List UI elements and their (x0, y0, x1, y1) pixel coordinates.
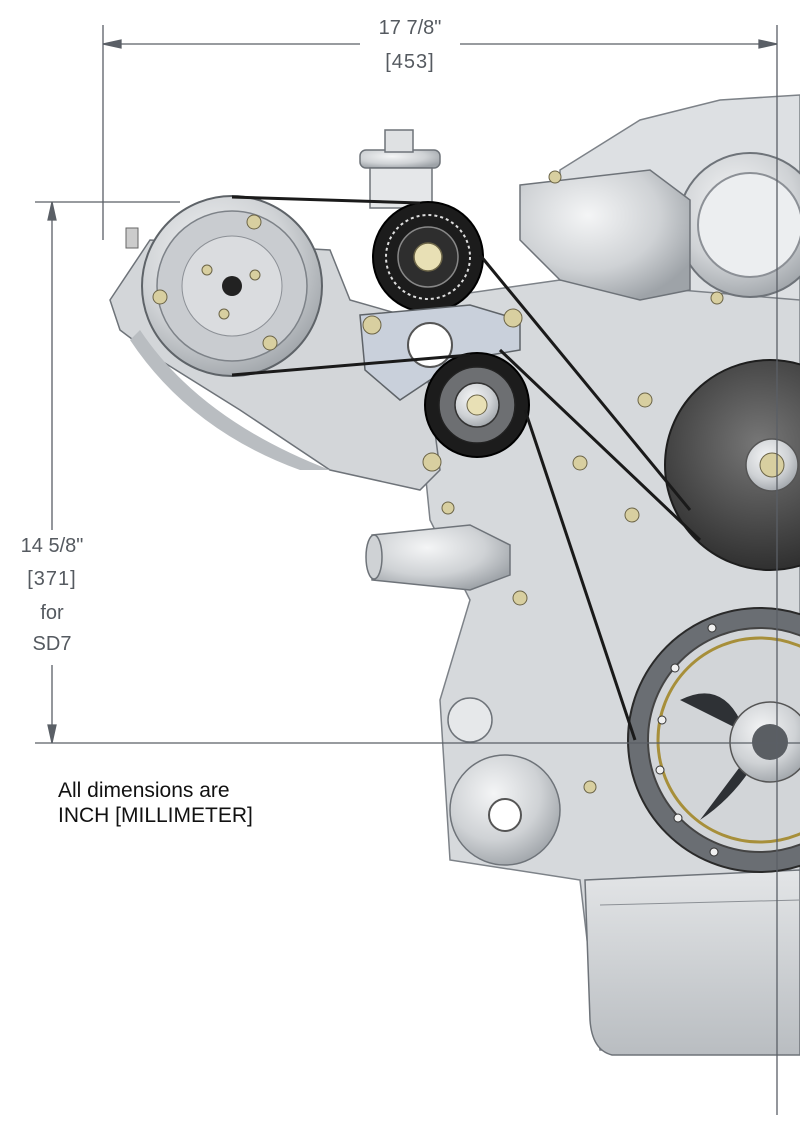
idler-pulley-upper (372, 201, 484, 313)
balancer-bolts (655, 623, 719, 857)
block-bolts (441, 170, 724, 794)
height-inch-label: 14 5/8" (20, 535, 84, 557)
height-mm-label: [371] (27, 568, 77, 590)
ac-compressor (125, 195, 323, 377)
serpentine-belt (231, 195, 702, 741)
height-model-label: SD7 (32, 633, 72, 655)
water-outlet (519, 169, 691, 301)
units-note: All dimensions are INCH [MILLIMETER] (58, 778, 253, 828)
oil-pan (584, 869, 800, 1056)
water-pump-pulley (664, 359, 800, 571)
tensioner-pulley (424, 352, 530, 458)
units-note-line2: INCH [MILLIMETER] (58, 804, 253, 827)
water-inlet-neck (371, 524, 511, 591)
compressor-bolts (152, 214, 278, 351)
width-mm-label: [453] (385, 51, 435, 73)
width-inch-label: 17 7/8" (378, 17, 442, 39)
oil-filler-cap (359, 129, 441, 209)
units-note-line1: All dimensions are (58, 779, 230, 802)
dimension-lines (35, 25, 800, 1115)
height-for-label: for (40, 602, 64, 624)
